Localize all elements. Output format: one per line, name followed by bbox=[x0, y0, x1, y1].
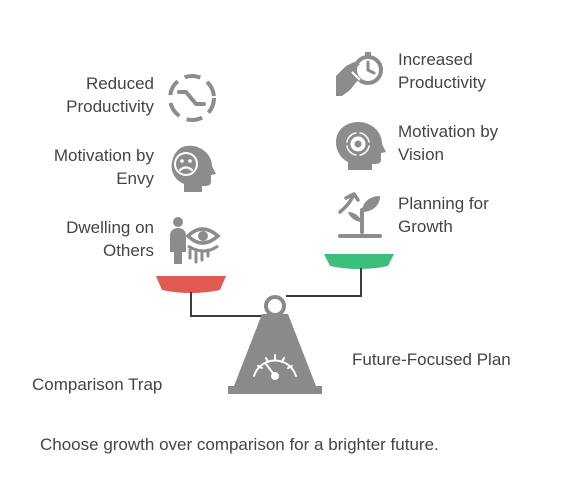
caption-comparison-trap: Comparison Trap bbox=[32, 375, 163, 394]
pivot bbox=[264, 295, 286, 317]
watching-eye-icon bbox=[170, 217, 221, 264]
right-pan bbox=[324, 254, 394, 269]
label-motivation-by-envy: Motivation by Envy bbox=[53, 146, 154, 188]
label-planning-for-growth: Planning for Growth bbox=[398, 194, 489, 236]
left-pan bbox=[156, 276, 226, 293]
scale-base bbox=[234, 314, 316, 386]
broken-cycle-icon bbox=[168, 74, 216, 122]
scale-foot bbox=[228, 386, 322, 394]
label-motivation-by-vision: Motivation by Vision bbox=[398, 122, 499, 164]
right-arm bbox=[286, 268, 362, 297]
hand-stopwatch-icon bbox=[336, 52, 383, 96]
label-increased-productivity: Increased Productivity bbox=[398, 50, 486, 92]
caption-future-focused-plan: Future-Focused Plan bbox=[352, 350, 511, 369]
balance-scale bbox=[156, 254, 394, 394]
footer-message: Choose growth over comparison for a brig… bbox=[40, 435, 439, 454]
growing-plant-icon bbox=[338, 192, 382, 238]
left-arm bbox=[190, 292, 264, 317]
sad-head-icon bbox=[171, 145, 216, 192]
label-dwelling-on-others: Dwelling on Others bbox=[66, 218, 154, 260]
head-target-icon bbox=[336, 122, 386, 170]
gauge-icon bbox=[253, 354, 297, 380]
label-reduced-productivity: Reduced Productivity bbox=[66, 74, 154, 116]
